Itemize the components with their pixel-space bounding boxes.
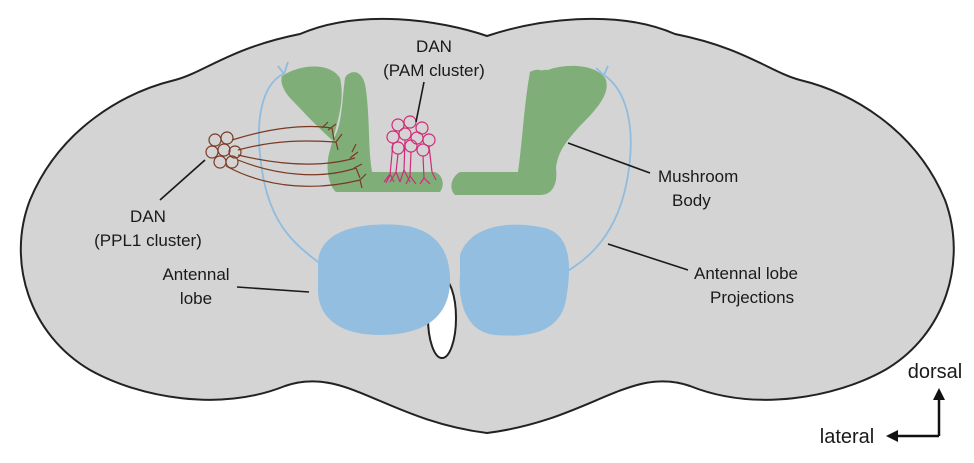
- dorsal-arrowhead: [933, 388, 945, 400]
- antennal-lobe-projections-label-line2: Projections: [710, 288, 794, 307]
- orientation-axes: [886, 388, 945, 442]
- lateral-label: lateral: [820, 426, 874, 448]
- antennal-lobe-projections-label-line1: Antennal lobe: [694, 264, 798, 283]
- right-antennal-lobe: [460, 225, 569, 336]
- dorsal-label: dorsal: [908, 361, 962, 383]
- antennal-lobe-label-line2: lobe: [180, 289, 212, 308]
- lateral-arrowhead: [886, 430, 898, 442]
- pam-label-line2: (PAM cluster): [383, 61, 485, 80]
- pam-label-line1: DAN: [416, 37, 452, 56]
- antennal-lobe-label-line1: Antennal: [162, 265, 229, 284]
- left-antennal-lobe: [318, 224, 450, 335]
- ppl1-label-line2: (PPL1 cluster): [94, 231, 202, 250]
- mushroom-body-label-line2: Body: [672, 191, 711, 210]
- mushroom-body-label-line1: Mushroom: [658, 167, 738, 186]
- ppl1-label-line1: DAN: [130, 207, 166, 226]
